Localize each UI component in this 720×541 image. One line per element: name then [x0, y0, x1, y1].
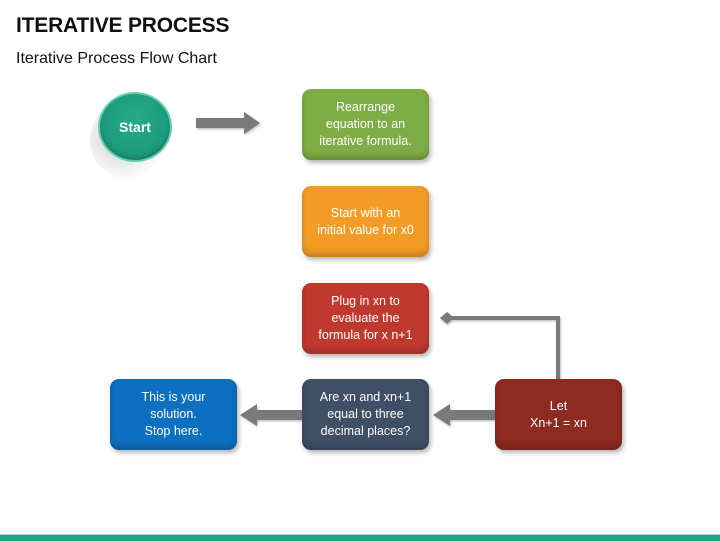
loop-connector-let-to-plug	[440, 312, 560, 379]
step-plug-in-text: Plug in xn to evaluate the formula for x…	[318, 294, 413, 342]
step-let-text: Let Xn+1 = xn	[530, 398, 587, 430]
step-solution-text: This is your solution. Stop here.	[141, 390, 206, 438]
arrow-let-to-compare	[433, 404, 495, 426]
accent-bar	[0, 534, 720, 541]
arrow-start-to-rearrange	[196, 112, 260, 134]
slide-title: ITERATIVE PROCESS	[16, 14, 230, 37]
slide-subtitle: Iterative Process Flow Chart	[16, 50, 217, 67]
start-node: Start	[98, 92, 172, 162]
step-let: Let Xn+1 = xn	[495, 379, 622, 450]
step-solution: This is your solution. Stop here.	[110, 379, 237, 450]
diamond-endpoint-icon	[440, 312, 454, 324]
step-rearrange-text: Rearrange equation to an iterative formu…	[319, 100, 412, 148]
step-compare-text: Are xn and xn+1 equal to three decimal p…	[319, 390, 412, 438]
step-initial-value: Start with an initial value for x0	[302, 186, 429, 257]
step-initial-value-text: Start with an initial value for x0	[317, 205, 414, 237]
step-rearrange: Rearrange equation to an iterative formu…	[302, 89, 429, 160]
step-plug-in: Plug in xn to evaluate the formula for x…	[302, 283, 429, 354]
step-compare: Are xn and xn+1 equal to three decimal p…	[302, 379, 429, 450]
arrow-compare-to-solution	[240, 404, 302, 426]
